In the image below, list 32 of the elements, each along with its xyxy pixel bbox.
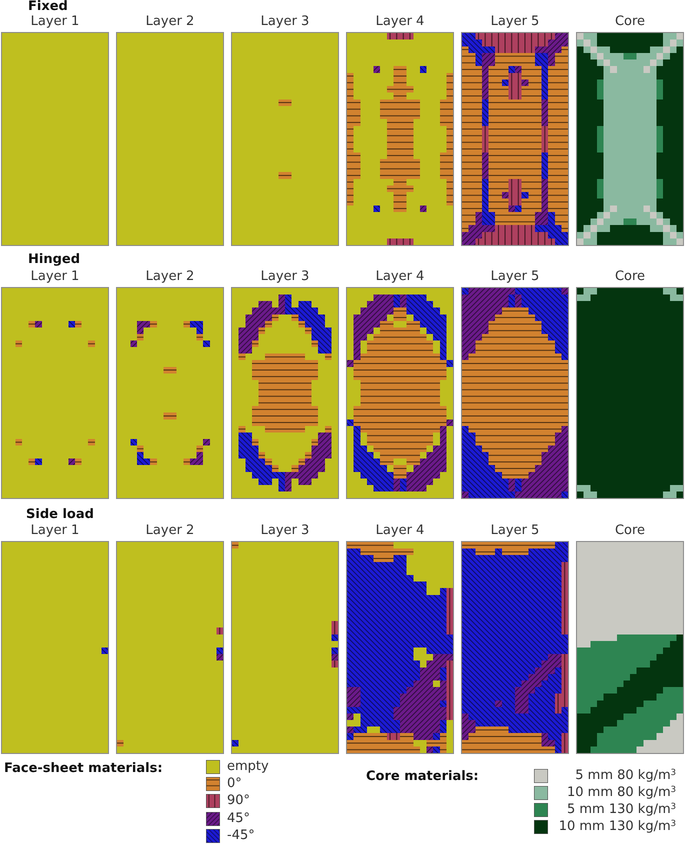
- legend-label: -45°: [227, 828, 255, 843]
- legend-label: 0°: [227, 777, 242, 792]
- row-heading: Hinged: [28, 253, 80, 267]
- panel-title: Layer 4: [376, 14, 424, 29]
- panel-title: Layer 1: [30, 14, 80, 29]
- panel-title: Layer 2: [146, 14, 194, 29]
- row-heading: Side load: [26, 508, 94, 522]
- legend-label: 5 mm 80 kg/m$^{3}$: [575, 769, 676, 783]
- panel-title: Layer 1: [30, 269, 80, 284]
- panel-title: Layer 5: [490, 14, 540, 29]
- panel-title: Core: [614, 14, 646, 29]
- legend-label: 45°: [227, 812, 250, 826]
- panel-title: Layer 5: [490, 523, 540, 538]
- legend-label: 10 mm 130 kg/m$^{3}$: [558, 820, 676, 834]
- legend-heading: Face-sheet materials:: [4, 762, 163, 776]
- panel-title: Layer 4: [376, 523, 424, 538]
- legend-label: 10 mm 80 kg/m$^{3}$: [566, 786, 676, 800]
- panel-title: Layer 4: [376, 269, 424, 284]
- legend-label: 5 mm 130 kg/m$^{3}$: [566, 803, 676, 817]
- panel-title: Layer 5: [490, 269, 540, 284]
- panel-title: Layer 2: [146, 523, 194, 538]
- panel-title: Layer 1: [30, 523, 80, 538]
- legend-heading: Core materials:: [366, 770, 479, 784]
- legend-label: empty: [227, 760, 269, 774]
- panel-title: Layer 3: [260, 14, 310, 29]
- legend-label: 90°: [227, 794, 250, 808]
- panel-title: Layer 3: [260, 523, 310, 538]
- panel-title: Core: [614, 269, 646, 284]
- panel-title: Layer 2: [146, 269, 194, 284]
- panel-title: Core: [614, 523, 646, 538]
- panel-title: Layer 3: [260, 269, 310, 284]
- row-heading: Fixed: [28, 0, 68, 14]
